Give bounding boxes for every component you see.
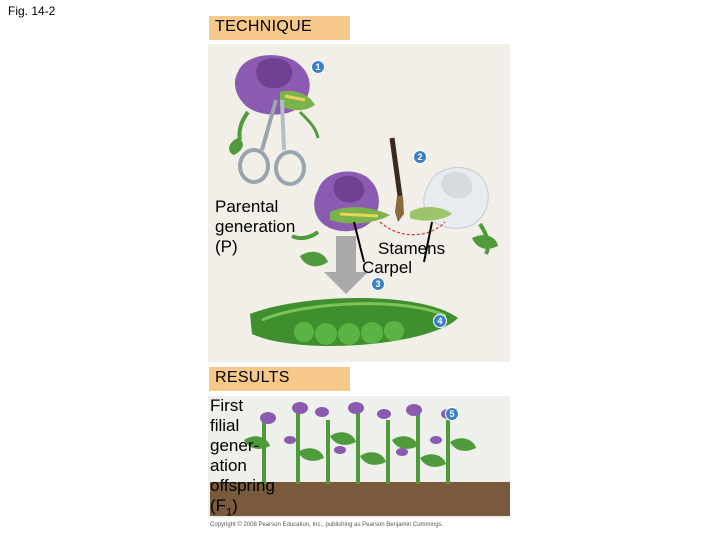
arrow-down-icon [324,236,368,294]
offspring-line-5: offspring [210,476,275,495]
f1-subscript: 1 [226,506,233,519]
paintbrush-icon [389,137,404,222]
parental-line-2: generation [215,217,296,236]
offspring-line-2: filial [210,416,240,435]
pea-pod [250,298,458,346]
carpel-pointer [353,221,365,263]
step-2-badge: 2 [413,150,427,164]
step-1-badge: 1 [311,60,325,74]
stamens-pointer [423,221,433,263]
parental-line-3: (P) [215,237,238,256]
step-5-badge: 5 [445,407,459,421]
purple-flower-middle [291,171,390,267]
copyright-notice: Copyright © 2008 Pearson Education, Inc.… [210,522,444,528]
white-flower [410,167,498,255]
results-header: RESULTS [209,367,350,391]
parental-generation-label: Parental generation (P) [215,197,295,257]
parental-line-1: Parental [215,197,279,216]
step-4-badge: 4 [433,314,447,328]
offspring-label: First filial gener- ation offspring (F1) [210,396,275,522]
carpel-label: Carpel [362,258,413,277]
f1-prefix: (F [210,496,227,515]
purple-flower-top [229,55,320,155]
offspring-line-1: First [210,396,244,415]
technique-header: TECHNIQUE [209,16,350,40]
scissors-icon [238,99,306,186]
pollen-transfer-arc [379,221,446,236]
offspring-line-4: ation [210,456,247,475]
f1-label: (F1) [210,496,275,522]
step-3-badge: 3 [371,277,385,291]
stamens-label: Stamens [378,239,446,258]
f1-suffix: ) [232,496,238,515]
offspring-line-3: gener- [210,436,260,455]
figure-label: Fig. 14-2 [8,4,56,18]
